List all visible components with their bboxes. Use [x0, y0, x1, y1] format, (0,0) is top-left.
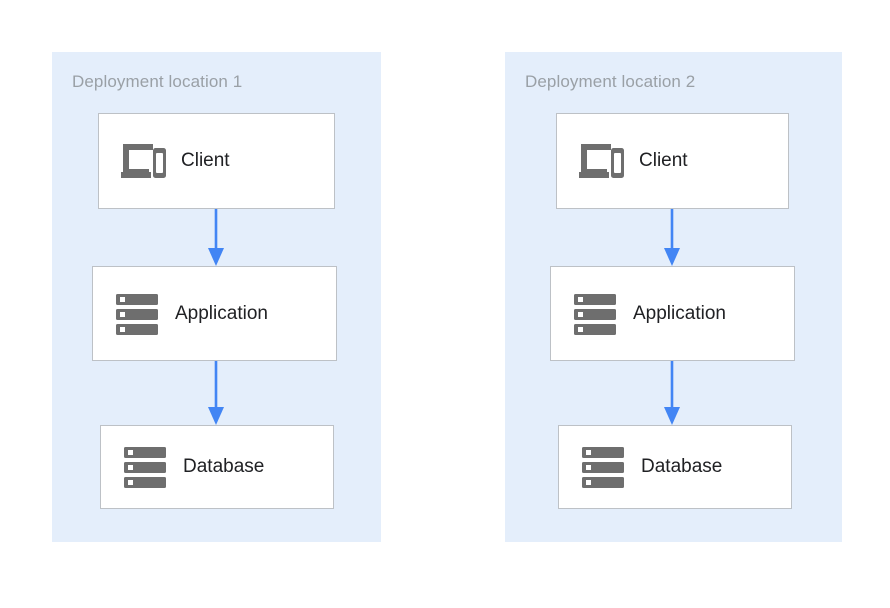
server-stack-icon [575, 443, 631, 491]
devices-icon [115, 137, 171, 185]
server-stack-icon [567, 290, 623, 338]
arrow-application-to-database-1 [204, 361, 228, 425]
node-application-2-label: Application [633, 302, 726, 324]
node-client-1[interactable]: Client [98, 113, 335, 209]
arrow-application-to-database-2 [660, 361, 684, 425]
node-application-1-label: Application [175, 302, 268, 324]
node-database-2-label: Database [641, 456, 723, 477]
zone-2-title: Deployment location 2 [525, 72, 696, 91]
server-stack-icon [117, 443, 173, 491]
node-client-2[interactable]: Client [556, 113, 789, 209]
server-stack-icon [109, 290, 165, 338]
devices-icon [573, 137, 629, 185]
node-application-1[interactable]: Application [92, 266, 337, 361]
node-application-2[interactable]: Application [550, 266, 795, 361]
node-database-2[interactable]: Database [558, 425, 792, 509]
arrow-client-to-application-2 [660, 209, 684, 266]
deployment-zone-1: Deployment location 1 Client [52, 52, 381, 542]
node-client-1-label: Client [181, 150, 230, 171]
node-database-1[interactable]: Database [100, 425, 334, 509]
node-database-1-label: Database [183, 456, 265, 477]
node-client-2-label: Client [639, 150, 688, 171]
deployment-zone-2: Deployment location 2 Client [505, 52, 842, 542]
arrow-client-to-application-1 [204, 209, 228, 266]
zone-1-title: Deployment location 1 [72, 72, 243, 91]
